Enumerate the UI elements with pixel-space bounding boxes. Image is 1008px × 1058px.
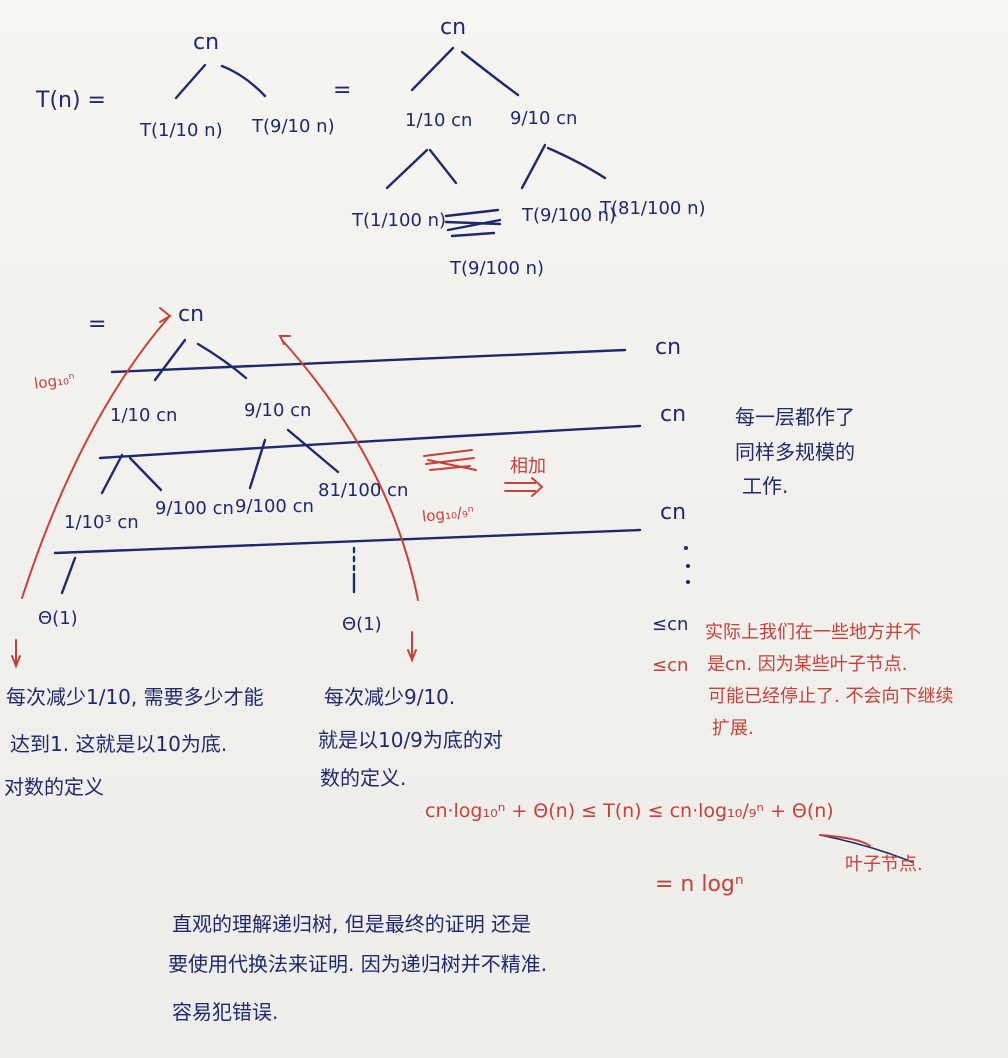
left-note-line1: 每次减少1/10, 需要多少才能 xyxy=(6,685,264,709)
tree2-left-child: 1/10 cn xyxy=(405,110,473,131)
tree-l1-right: 9/10 cn xyxy=(244,400,312,421)
level-cost-1: cn xyxy=(660,402,687,427)
red-note-line2: 是cn. 因为某些叶子节点. xyxy=(707,654,908,675)
bound-formula: cn·log₁₀ⁿ + Θ(n) ≤ T(n) ≤ cn·log₁₀/₉ⁿ + … xyxy=(425,800,834,822)
tree2-leaf-b: T(9/100 n) xyxy=(450,258,545,279)
tree2-root: cn xyxy=(440,15,467,40)
same-work-note-line2: 同样多规模的 xyxy=(735,440,855,464)
result-formula: = n logⁿ xyxy=(655,872,744,897)
equals-sign-top: = xyxy=(333,78,352,103)
recurrence-lhs: T(n) = xyxy=(36,88,106,113)
tree1-right-child: T(9/10 n) xyxy=(252,116,335,137)
level-cost-2: cn xyxy=(660,500,687,525)
same-work-note-line3: 工作. xyxy=(742,474,789,498)
tree-root: cn xyxy=(178,302,205,327)
left-note-line2: 达到1. 这就是以10为底. xyxy=(10,732,228,756)
left-note-line3: 对数的定义 xyxy=(4,775,104,799)
tree-leaf-left: Θ(1) xyxy=(38,608,78,629)
mid-note-line1: 每次减少9/10. xyxy=(324,685,456,709)
level-cost-4: ≤cn xyxy=(652,614,689,635)
mid-note-line3: 数的定义. xyxy=(320,766,407,790)
bottom-note-line1: 直观的理解递归树, 但是最终的证明 还是 xyxy=(172,912,532,936)
tree-leaf-right: Θ(1) xyxy=(342,614,382,635)
leaf-node-label: 叶子节点. xyxy=(845,854,923,875)
tree1-left-child: T(1/10 n) xyxy=(140,120,223,141)
mid-note-line2: 就是以10/9为底的对 xyxy=(318,728,503,752)
tree-l2-b: 9/100 cn xyxy=(155,498,234,519)
tree2-leaf-a: T(1/100 n) xyxy=(352,210,447,231)
level-cost-5: ≤cn xyxy=(652,655,689,676)
tree2-leaf-d: T(81/100 n) xyxy=(600,198,706,219)
red-note-line3: 可能已经停止了. 不会向下继续 xyxy=(708,686,954,707)
bottom-note-line2: 要使用代换法来证明. 因为递归树并不精准. xyxy=(168,952,548,976)
tree1-root: cn xyxy=(193,30,220,55)
red-note-line1: 实际上我们在一些地方并不 xyxy=(705,622,921,643)
equals-sign-tree: = xyxy=(88,312,107,337)
tree-l2-d: 81/100 cn xyxy=(318,480,409,501)
tree2-leaf-c: T(9/100 n) xyxy=(522,205,617,226)
red-note-line4: 扩展. xyxy=(712,718,754,739)
tree-l2-c: 9/100 cn xyxy=(235,496,314,517)
tree2-right-child: 9/10 cn xyxy=(510,108,578,129)
tree-l1-left: 1/10 cn xyxy=(110,405,178,426)
level-cost-0: cn xyxy=(655,335,682,360)
tree-l2-a: 1/10³ cn xyxy=(64,512,139,533)
same-work-note-line1: 每一层都作了 xyxy=(735,405,855,429)
bottom-note-line3: 容易犯错误. xyxy=(172,1000,279,1024)
add-label: 相加 xyxy=(510,456,546,477)
